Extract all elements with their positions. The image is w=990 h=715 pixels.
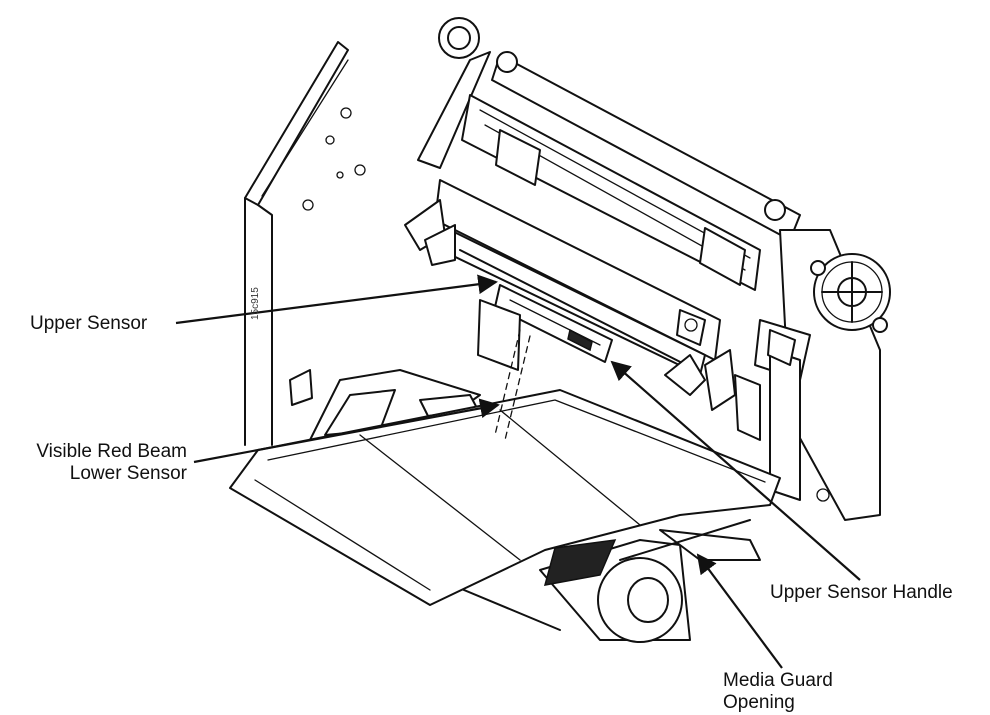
media-guard-leader bbox=[696, 553, 783, 669]
red-beam-label-line2: Lower Sensor bbox=[69, 463, 187, 484]
upper-sensor-leader bbox=[175, 274, 498, 325]
media-guard-tray bbox=[229, 389, 781, 606]
upper-sensor-label: Upper Sensor bbox=[30, 313, 148, 334]
upper-sensor bbox=[477, 284, 613, 371]
red-beam-leader bbox=[193, 398, 500, 464]
leader-lines bbox=[175, 274, 861, 669]
part-code-label: 15c915 bbox=[250, 287, 261, 320]
gear-side-plate bbox=[754, 229, 891, 521]
lower-mechanism bbox=[309, 369, 761, 643]
red-beam-label-line1: Visible Red Beam bbox=[36, 441, 187, 462]
side-frame-panel bbox=[244, 41, 366, 446]
sensor-handle-leader bbox=[610, 360, 861, 581]
upper-sensor-handle-label: Upper Sensor Handle bbox=[770, 582, 953, 603]
printhead-assembly bbox=[404, 17, 801, 376]
media-guard-label-line2: Opening bbox=[723, 692, 795, 713]
red-beam-lower-sensor-label: Visible Red Beam Lower Sensor bbox=[5, 441, 187, 485]
media-guard-label-line1: Media Guard bbox=[723, 670, 833, 691]
upper-sensor-handle bbox=[664, 309, 761, 441]
media-guard-opening-label: Media Guard Opening bbox=[723, 670, 833, 714]
